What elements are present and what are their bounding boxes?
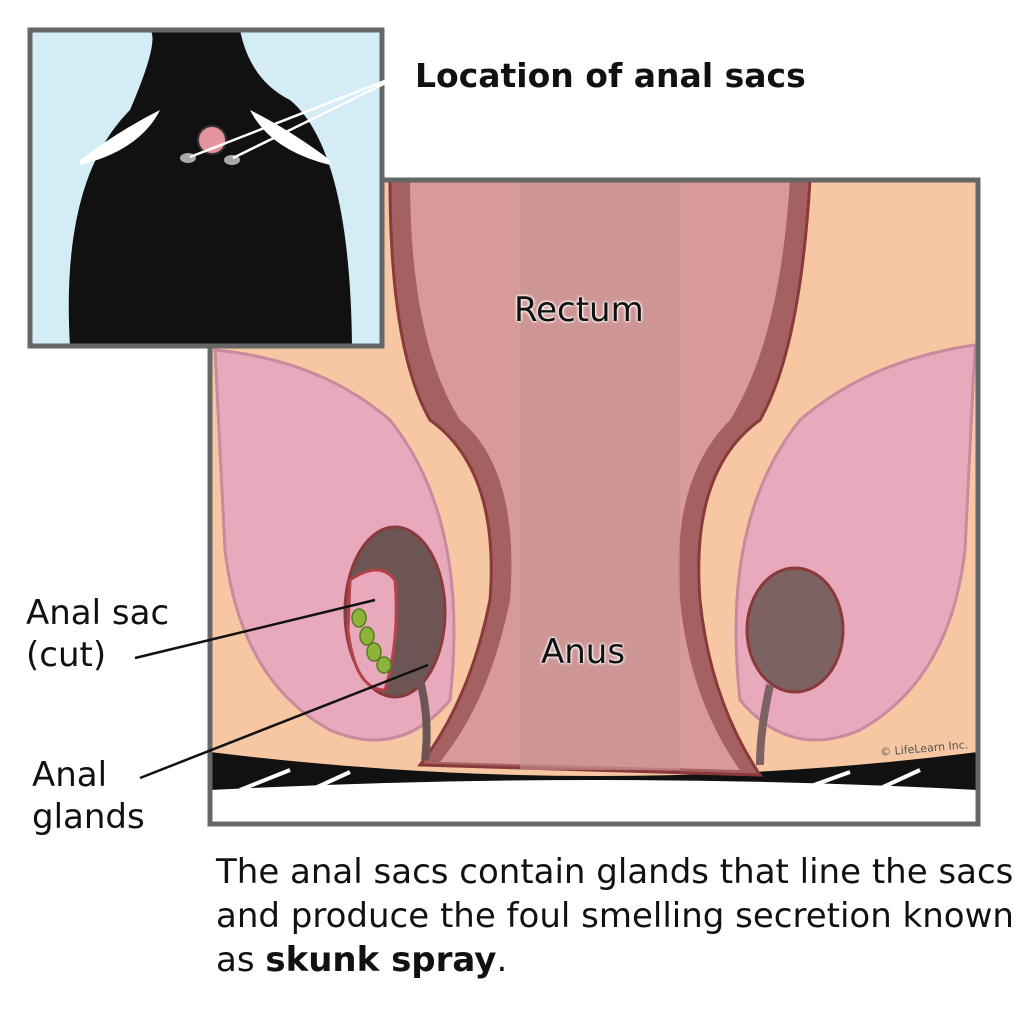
anal-sac-label: Anal sac (cut) [26, 592, 169, 676]
caption-text: The anal sacs contain glands that line t… [216, 852, 1014, 980]
anal-glands [351, 608, 392, 674]
location-label: Location of anal sacs [415, 56, 806, 95]
caption-bold: skunk spray [265, 940, 497, 980]
anal-glands-label: Anal glands [32, 754, 145, 838]
rectum-label: Rectum [514, 290, 644, 330]
caption-end: . [496, 940, 508, 980]
inset-panel [27, 27, 385, 349]
anus-label: Anus [541, 632, 626, 672]
right-anal-sac [745, 566, 845, 694]
caption: The anal sacs contain glands that line t… [216, 850, 1016, 982]
main-panel [207, 177, 981, 827]
anal-glands-label-line2: glands [32, 797, 145, 837]
leader-lines [189, 70, 409, 160]
anal-sac-label-line1: Anal sac [26, 593, 170, 633]
anal-glands-label-line1: Anal [32, 755, 108, 795]
anal-sac-label-line2: (cut) [26, 635, 107, 675]
